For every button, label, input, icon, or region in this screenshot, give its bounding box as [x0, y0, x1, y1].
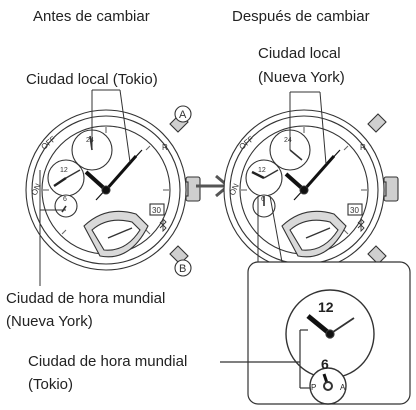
zoom-pin: [325, 329, 335, 339]
lower-window-hand: [107, 227, 133, 239]
leader-home-before-2: [119, 89, 131, 163]
label-home-city-before: Ciudad local (Tokio): [26, 71, 158, 88]
subdial-24h-hand: [289, 149, 303, 161]
label-world-city-after-2: (Tokio): [28, 376, 74, 393]
world-hour-hand: [53, 177, 67, 187]
center-pin: [299, 185, 309, 195]
button-a-text: A: [179, 109, 187, 121]
leaders-before: [39, 89, 131, 286]
callout-line-right: [269, 195, 283, 263]
lower-window-hand: [305, 227, 331, 239]
subdial-6-text: 6: [261, 196, 265, 203]
leader-home-after-2: [319, 91, 327, 165]
subdial-24-text: 24: [86, 137, 94, 144]
bezel-r-label: R: [360, 143, 366, 152]
bluetooth-icon: [357, 217, 365, 233]
subdial-12-text: 12: [258, 167, 266, 174]
label-world-city-before-2: (Nueva York): [6, 313, 93, 330]
bezel: [31, 115, 181, 265]
upper-pusher: [367, 113, 387, 133]
world-minute-hand: [65, 169, 81, 179]
zoom-inset-text: 12 6 P A: [311, 299, 346, 392]
zoom-inset: [220, 261, 411, 405]
button-b-text: B: [179, 263, 186, 275]
button-b-marker: [174, 259, 192, 277]
zoom-pm-text: P: [311, 383, 316, 392]
label-world-city-before-1: Ciudad de hora mundial: [6, 290, 166, 307]
zoom-world-hour-hand: [306, 314, 332, 336]
subdial-12-text: 12: [60, 167, 68, 174]
label-home-city-after-1: Ciudad local: [258, 45, 341, 62]
label-world-city-after-1: Ciudad de hora mundial: [28, 353, 188, 370]
lower-pusher: [367, 245, 387, 265]
bluetooth-icon: [159, 217, 167, 233]
heading-after: Después de cambiar: [232, 8, 370, 25]
watch-after: [223, 109, 399, 271]
zoom-6-text: 6: [321, 356, 329, 372]
label-home-city-after-2: (Nueva York): [258, 69, 345, 86]
subdial-24-text: 24: [284, 137, 292, 144]
date-text: 30: [152, 206, 161, 215]
bezel-r-label: R: [162, 143, 168, 152]
world-hour-hand: [251, 170, 265, 180]
heading-before: Antes de cambiar: [33, 8, 150, 25]
ampm-hand: [61, 205, 67, 213]
date-window: [347, 203, 363, 216]
date-window: [149, 203, 165, 216]
change-arrow: [196, 174, 230, 198]
zoom-am-text: A: [340, 383, 346, 392]
zoom-ampm-pin: [323, 381, 333, 391]
zoom-world-minute-hand: [329, 317, 355, 335]
button-a-marker: [174, 105, 192, 123]
watch-before: [25, 105, 201, 277]
subdial-6-text: 6: [63, 196, 67, 203]
center-pin: [101, 185, 111, 195]
zoom-12-text: 12: [318, 299, 334, 315]
date-text: 30: [350, 206, 359, 215]
leaders-after: [257, 91, 327, 263]
world-minute-hand: [263, 169, 279, 179]
